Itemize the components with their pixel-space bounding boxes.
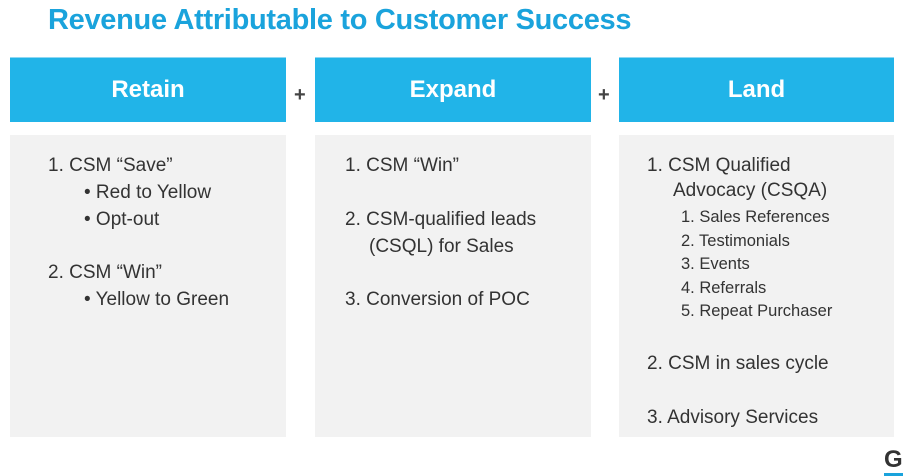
expand-panel: 1. CSM “Win” 2. CSM-qualified leads (CSQ… xyxy=(315,135,591,437)
list-item: 2. CSM “Win” xyxy=(48,262,162,283)
sub-item: 3. Events xyxy=(681,255,750,273)
sub-item: 1. Sales References xyxy=(681,208,830,226)
plus-sign: + xyxy=(294,84,306,106)
list-item: 2. CSM-qualified leads xyxy=(345,209,537,230)
list-item: 3. Conversion of POC xyxy=(345,289,530,310)
plus-sign: + xyxy=(598,84,610,106)
list-item: 1. CSM Qualified xyxy=(647,155,791,176)
list-item: 1. CSM “Win” xyxy=(345,155,459,176)
list-item: • Opt-out xyxy=(84,209,160,230)
sub-item: 2. Testimonials xyxy=(681,232,790,250)
company-logo: G xyxy=(884,446,903,476)
sub-item: 5. Repeat Purchaser xyxy=(681,302,833,320)
list-item: 2. CSM in sales cycle xyxy=(647,353,829,374)
header-land: Land xyxy=(619,57,894,122)
list-item: (CSQL) for Sales xyxy=(369,236,514,257)
list-item: • Red to Yellow xyxy=(84,182,212,203)
list-item: Advocacy (CSQA) xyxy=(673,180,828,201)
land-panel: 1. CSM Qualified Advocacy (CSQA) 1. Sale… xyxy=(619,135,894,437)
retain-panel: 1. CSM “Save” • Red to Yellow • Opt-out … xyxy=(10,135,286,437)
header-expand: Expand xyxy=(315,57,591,122)
header-retain: Retain xyxy=(10,57,286,122)
slide-title: Revenue Attributable to Customer Success xyxy=(48,4,632,36)
logo-letter: G xyxy=(884,446,903,476)
list-item: • Yellow to Green xyxy=(84,289,230,310)
list-item: 3. Advisory Services xyxy=(647,407,819,428)
sub-item: 4. Referrals xyxy=(681,279,767,297)
list-item: 1. CSM “Save” xyxy=(48,155,173,176)
